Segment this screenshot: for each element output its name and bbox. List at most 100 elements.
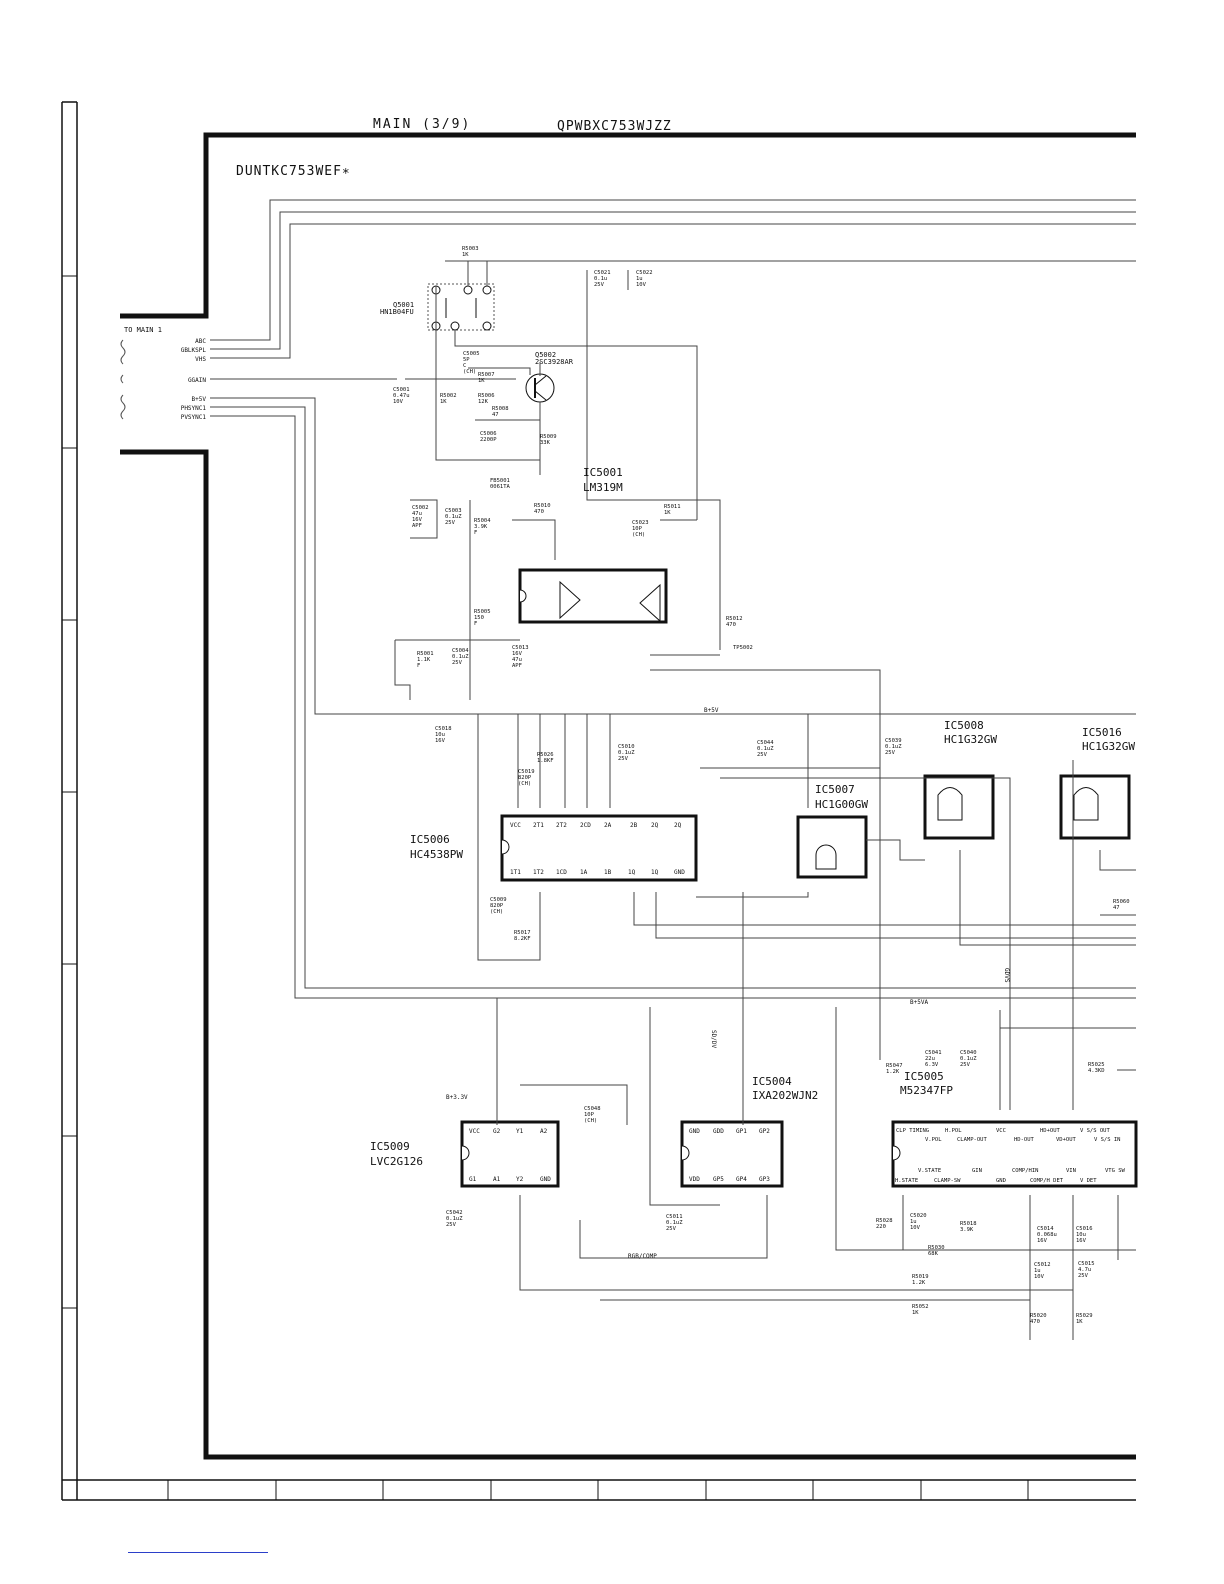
component-ref: R5020 bbox=[1030, 1313, 1047, 1319]
svg-text:VIN: VIN bbox=[1066, 1168, 1076, 1174]
component-value: F bbox=[474, 621, 477, 627]
component-ref: R5030 bbox=[928, 1245, 945, 1251]
component-ref: R5010 bbox=[534, 503, 551, 509]
component-ref: R5029 bbox=[1076, 1313, 1093, 1319]
ic5016-part: HC1G32GW bbox=[1082, 740, 1135, 753]
svg-text:1Q: 1Q bbox=[651, 869, 659, 876]
component-value: (CH) bbox=[632, 532, 645, 538]
ic5005 bbox=[891, 1120, 1138, 1188]
component-value: 0.1uZ bbox=[446, 1216, 463, 1222]
component-value: 3.9K bbox=[474, 524, 488, 530]
svg-text:VCC: VCC bbox=[469, 1128, 480, 1135]
component-ref: R5004 bbox=[474, 518, 491, 524]
component-value: (CH) bbox=[518, 781, 531, 787]
component-ref: R5060 bbox=[1113, 899, 1130, 905]
component-ref: C5002 bbox=[412, 505, 429, 511]
component-value: C bbox=[463, 363, 466, 369]
component-ref: C5012 bbox=[1034, 1262, 1051, 1268]
component-ref: C5023 bbox=[632, 520, 649, 526]
component-ref: C5016 bbox=[1076, 1226, 1093, 1232]
q5001-part: HN1B04FU bbox=[380, 308, 414, 316]
ic5001-ref: IC5001 bbox=[583, 466, 623, 479]
svg-text:GIN: GIN bbox=[972, 1168, 982, 1174]
component-value: 470 bbox=[1030, 1319, 1040, 1325]
component-ref: C5021 bbox=[594, 270, 611, 276]
svg-text:COMP/H DET: COMP/H DET bbox=[1030, 1178, 1064, 1184]
ic5007 bbox=[796, 815, 868, 879]
svg-text:V DET: V DET bbox=[1080, 1178, 1097, 1184]
svg-text:Y1: Y1 bbox=[516, 1128, 524, 1135]
svg-text:2Q: 2Q bbox=[674, 822, 682, 829]
component-value: 25V bbox=[452, 660, 463, 666]
component-labels: R50031KC50210.1u25VC50221u10VC50055PC(CH… bbox=[393, 246, 1130, 1325]
ic5001-part: LM319M bbox=[583, 481, 623, 494]
component-value: 16V bbox=[435, 738, 446, 744]
ic5016-ref: IC5016 bbox=[1082, 726, 1122, 739]
svg-text:2A: 2A bbox=[604, 822, 612, 829]
component-value: 22u bbox=[925, 1056, 935, 1062]
component-ref: R5007 bbox=[478, 372, 495, 378]
component-value: 0.1u bbox=[594, 276, 607, 282]
svg-text:H.STATE: H.STATE bbox=[895, 1178, 918, 1184]
svg-text:VCC: VCC bbox=[996, 1128, 1006, 1134]
ic5004-ref: IC5004 bbox=[752, 1075, 792, 1088]
component-ref: R5012 bbox=[726, 616, 743, 622]
component-ref: R5028 bbox=[876, 1218, 893, 1224]
component-value: 470 bbox=[534, 509, 544, 515]
component-value: 25V bbox=[594, 282, 605, 288]
wiring-bottom bbox=[477, 714, 1136, 1340]
ic5005-ref: IC5005 bbox=[904, 1070, 944, 1083]
svg-text:2T2: 2T2 bbox=[556, 822, 567, 829]
component-ref: R5009 bbox=[540, 434, 557, 440]
component-value: 1.8KF bbox=[537, 758, 554, 764]
component-ref: R5003 bbox=[462, 246, 479, 252]
component-ref: C5004 bbox=[452, 648, 469, 654]
component-value: 16V bbox=[1076, 1238, 1087, 1244]
component-value: 0.1uZ bbox=[757, 746, 774, 752]
component-ref: C5011 bbox=[666, 1214, 683, 1220]
component-ref: R5047 bbox=[886, 1063, 903, 1069]
unit-code: DUNTKC753WEF∗ bbox=[236, 164, 351, 179]
component-ref: C5044 bbox=[757, 740, 774, 746]
component-value: 10P bbox=[584, 1112, 595, 1118]
svg-text:GND: GND bbox=[996, 1178, 1006, 1184]
component-value: 1.2K bbox=[912, 1280, 926, 1286]
svg-text:GP2: GP2 bbox=[759, 1128, 770, 1135]
component-ref: C5039 bbox=[885, 738, 902, 744]
rail-b33v: B+3.3V bbox=[446, 1094, 468, 1101]
component-value: 47 bbox=[492, 412, 499, 418]
svg-text:G2: G2 bbox=[493, 1128, 501, 1135]
component-ref: R5008 bbox=[492, 406, 509, 412]
ic5007-part: HC1G00GW bbox=[815, 798, 868, 811]
component-value: 470 bbox=[726, 622, 736, 628]
svg-text:V.POL: V.POL bbox=[925, 1137, 942, 1143]
component-value: 12K bbox=[478, 399, 489, 405]
svg-text:Y2: Y2 bbox=[516, 1176, 524, 1183]
component-value: 10u bbox=[1076, 1232, 1086, 1238]
rail-b5v: B+5V bbox=[704, 707, 719, 714]
component-value: 1.2K bbox=[886, 1069, 900, 1075]
signal-gblkspl: GBLKSPL bbox=[181, 347, 207, 354]
component-value: 8.2KF bbox=[514, 936, 531, 942]
component-value: 25V bbox=[446, 1222, 457, 1228]
